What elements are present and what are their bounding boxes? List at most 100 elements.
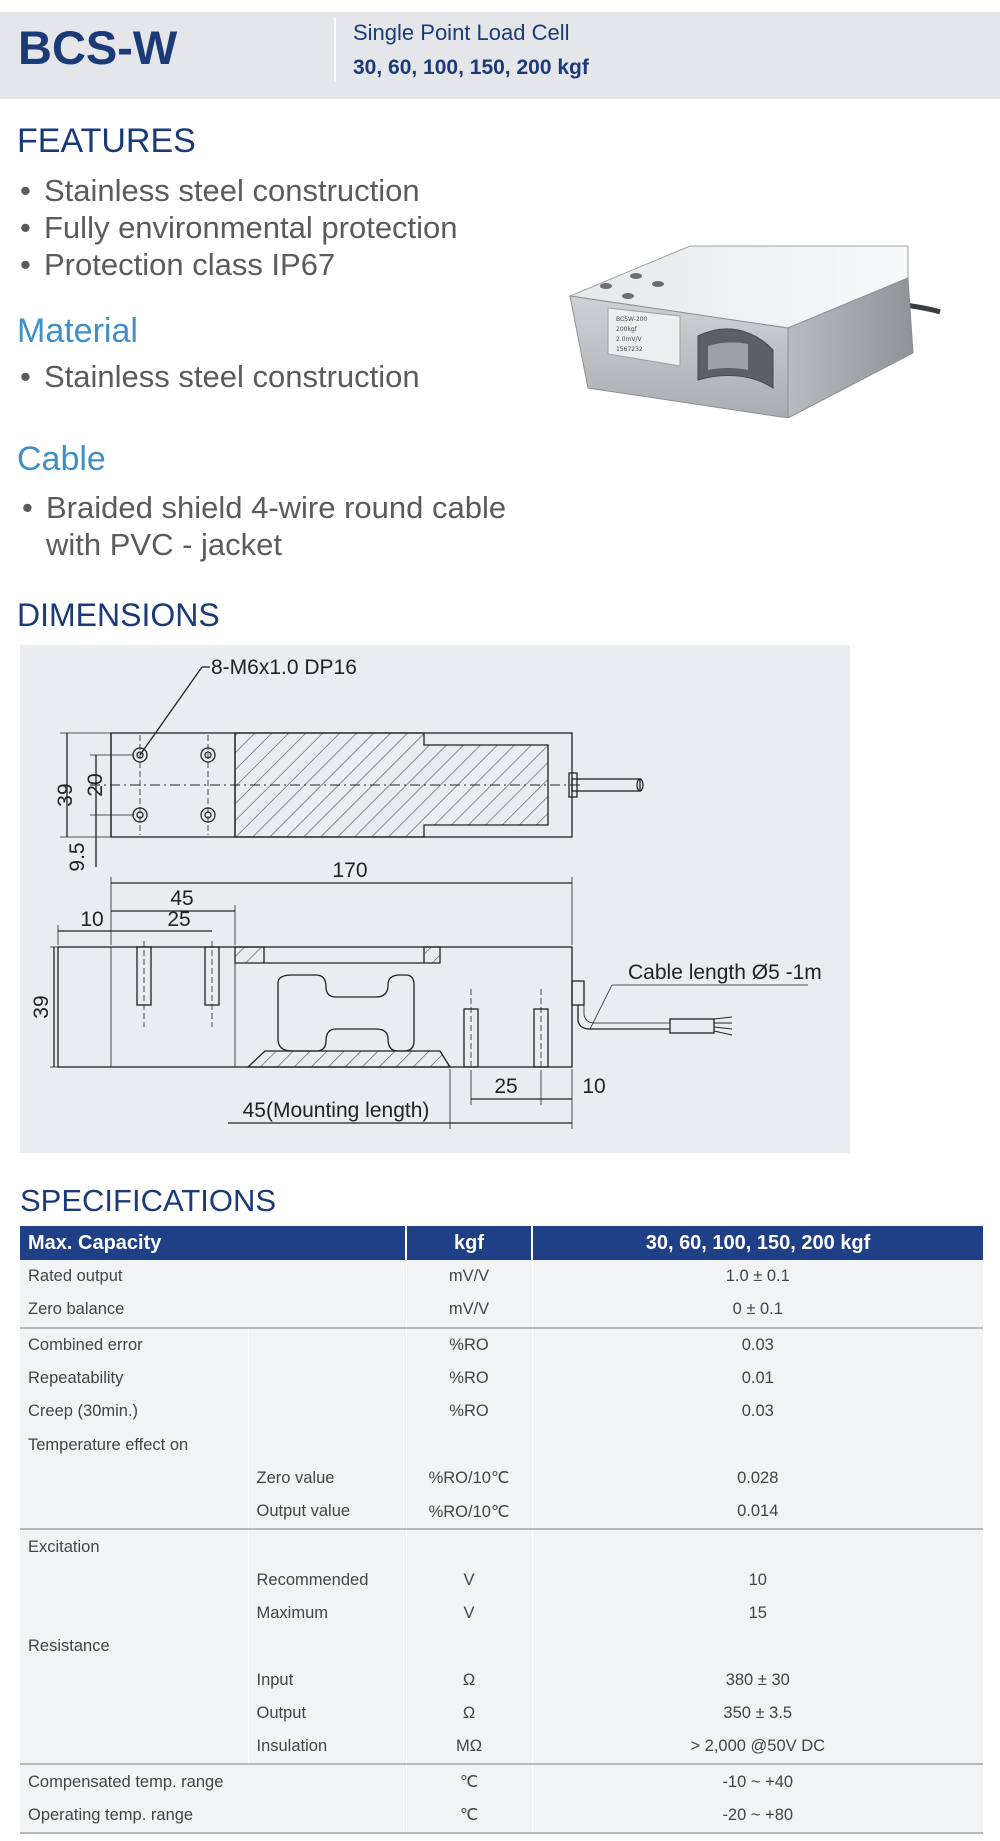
row-label: Combined error <box>20 1326 248 1362</box>
dim-45: 45 <box>170 887 193 910</box>
drawing-svg: 8-M6x1.0 DP16 39 20 9.5 170 45 10 25 39 … <box>30 656 822 1129</box>
table-row: Output value %RO/10℃ 0.014 <box>20 1495 984 1530</box>
table-row: Maximum V 15 <box>20 1596 984 1631</box>
row-value: 15 <box>531 1596 984 1631</box>
table-row: Repeatability %RO 0.01 <box>20 1361 984 1396</box>
header-divider <box>334 18 336 82</box>
title-banner: BCS-W Single Point Load Cell 30, 60, 100… <box>0 12 1000 99</box>
cable-line-2: with PVC - jacket <box>46 527 283 562</box>
row-value: 1.0 ± 0.1 <box>531 1260 984 1294</box>
cable-list: Braided shield 4-wire round cable with P… <box>20 489 506 563</box>
dim-25-right: 25 <box>494 1075 517 1098</box>
row-value: 0.014 <box>531 1495 984 1530</box>
cable-line-1: Braided shield 4-wire round cable <box>46 490 507 525</box>
row-unit <box>405 1630 533 1664</box>
label-capacity: 200kgf <box>616 326 638 333</box>
row-sub: Recommended <box>247 1563 407 1597</box>
capacity-range: 30, 60, 100, 150, 200 kgf <box>353 56 589 79</box>
row-value: 380 ± 30 <box>531 1663 984 1697</box>
table-row: Insulation MΩ > 2,000 @50V DC <box>20 1730 984 1765</box>
table-header-row: Max. Capacity kgf 30, 60, 100, 150, 200 … <box>20 1226 984 1260</box>
features-list: Stainless steel construction Fully envir… <box>18 172 458 283</box>
table-row: Temperature effect on <box>20 1428 984 1462</box>
row-label <box>20 1663 248 1697</box>
dimensions-heading: DIMENSIONS <box>17 597 220 633</box>
row-sub: Maximum <box>247 1596 407 1631</box>
cable-heading: Cable <box>17 440 106 478</box>
row-label: Excitation <box>20 1528 248 1564</box>
table-row: Creep (30min.) %RO 0.03 <box>20 1395 984 1429</box>
specifications-table: Max. Capacity kgf 30, 60, 100, 150, 200 … <box>20 1226 984 1835</box>
dim-25-left: 25 <box>167 908 190 931</box>
row-unit: V <box>405 1563 533 1597</box>
row-label <box>20 1696 248 1731</box>
row-unit: mV/V <box>405 1260 533 1294</box>
table-row: Combined error %RO 0.03 <box>20 1326 984 1362</box>
list-item: Protection class IP67 <box>18 246 458 283</box>
dim-170: 170 <box>332 859 367 882</box>
table-row: Resistance <box>20 1630 984 1664</box>
row-value: 0.03 <box>531 1326 984 1362</box>
row-unit: %RO/10℃ <box>405 1461 533 1496</box>
row-label: Creep (30min.) <box>20 1395 248 1429</box>
row-value: 0.01 <box>531 1361 984 1396</box>
label-model: BCSW-200 <box>616 316 647 323</box>
list-item: Stainless steel construction <box>18 358 420 395</box>
row-unit <box>405 1528 533 1564</box>
label-serial: 1567232 <box>616 346 643 353</box>
row-unit: %RO <box>405 1395 533 1429</box>
row-unit: Ω <box>405 1663 533 1697</box>
row-value: 0.028 <box>531 1461 984 1496</box>
row-unit: MΩ <box>405 1730 533 1765</box>
row-value <box>531 1428 984 1462</box>
row-unit: Ω <box>405 1696 533 1731</box>
product-type: Single Point Load Cell <box>353 20 570 45</box>
dim-9-5: 9.5 <box>66 842 89 871</box>
row-label: Operating temp. range <box>20 1798 407 1835</box>
table-row: Excitation <box>20 1528 984 1564</box>
row-sub <box>247 1630 407 1664</box>
dim-10-right: 10 <box>582 1075 605 1098</box>
row-unit: ℃ <box>405 1798 533 1835</box>
row-label <box>20 1596 248 1631</box>
row-unit: %RO/10℃ <box>405 1495 533 1530</box>
row-label <box>20 1730 248 1765</box>
row-sub: Input <box>247 1663 407 1697</box>
table-row: Rated output mV/V 1.0 ± 0.1 <box>20 1260 984 1294</box>
features-heading: FEATURES <box>17 122 196 160</box>
dim-39-side: 39 <box>30 995 53 1018</box>
row-value: 10 <box>531 1563 984 1597</box>
row-label: Compensated temp. range <box>20 1763 407 1799</box>
header-value: 30, 60, 100, 150, 200 kgf <box>532 1226 984 1260</box>
row-sub <box>247 1428 407 1462</box>
label-output: 2.0mV/V <box>616 336 643 343</box>
row-label <box>20 1495 248 1530</box>
table-row: Zero value %RO/10℃ 0.028 <box>20 1461 984 1496</box>
row-unit: %RO <box>405 1326 533 1362</box>
row-label: Zero balance <box>20 1293 407 1328</box>
list-item: Stainless steel construction <box>18 172 458 209</box>
table-row: Input Ω 380 ± 30 <box>20 1663 984 1697</box>
cable-length: Cable length Ø5 -1m <box>628 961 822 984</box>
row-value: > 2,000 @50V DC <box>531 1730 984 1765</box>
row-sub: Zero value <box>247 1461 407 1496</box>
row-sub <box>247 1326 407 1362</box>
row-sub: Output value <box>247 1495 407 1530</box>
row-label <box>20 1563 248 1597</box>
thread-callout: 8-M6x1.0 DP16 <box>211 656 357 679</box>
dim-20: 20 <box>84 773 107 796</box>
material-heading: Material <box>17 312 138 350</box>
mounting-length: 45(Mounting length) <box>243 1099 430 1122</box>
table-row: Zero balance mV/V 0 ± 0.1 <box>20 1293 984 1328</box>
row-value: -20 ~ +80 <box>531 1798 984 1835</box>
row-sub <box>247 1361 407 1396</box>
row-value <box>531 1630 984 1664</box>
row-sub: Insulation <box>247 1730 407 1765</box>
table-row: Operating temp. range ℃ -20 ~ +80 <box>20 1798 984 1835</box>
table-row: Compensated temp. range ℃ -10 ~ +40 <box>20 1763 984 1799</box>
row-label: Rated output <box>20 1260 407 1294</box>
row-sub: Output <box>247 1696 407 1731</box>
model-name: BCS-W <box>18 21 178 74</box>
table-row: Recommended V 10 <box>20 1563 984 1597</box>
row-value <box>531 1528 984 1564</box>
